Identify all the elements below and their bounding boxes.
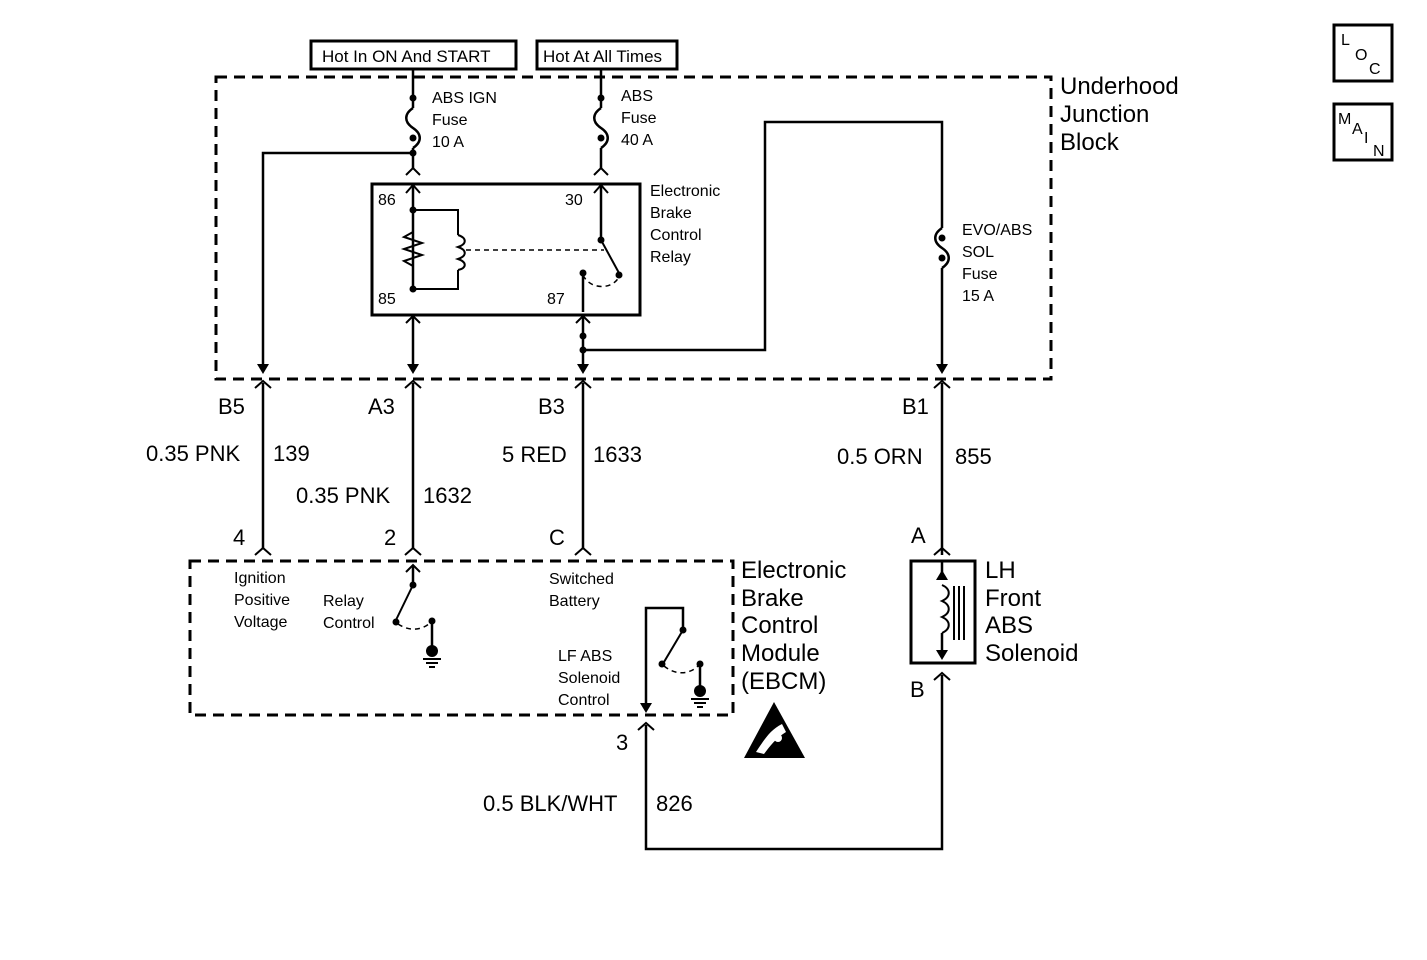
wire-to-evo-fuse	[583, 120, 950, 374]
hot-at-all-times-label: Hot At All Times	[535, 39, 679, 71]
svg-text:Positive: Positive	[234, 592, 290, 609]
loc-button[interactable]: L O C	[1332, 23, 1394, 83]
svg-text:Voltage: Voltage	[234, 614, 287, 631]
svg-text:1633: 1633	[593, 442, 642, 467]
ebcm-connector-terminals: 4 2 C	[233, 525, 592, 556]
svg-text:Control: Control	[558, 692, 610, 709]
svg-text:0.35 PNK: 0.35 PNK	[296, 483, 390, 508]
svg-text:EVO/ABS: EVO/ABS	[962, 222, 1032, 239]
junction-connector-terminals: B5 A3 B3 B1	[218, 379, 951, 419]
svg-text:10 A: 10 A	[432, 134, 464, 151]
svg-text:Fuse: Fuse	[621, 110, 657, 127]
svg-text:15 A: 15 A	[962, 288, 994, 305]
svg-text:Hot In ON And START: Hot In ON And START	[322, 47, 491, 66]
svg-text:N: N	[1373, 143, 1385, 160]
svg-text:826: 826	[656, 791, 693, 816]
svg-text:LF ABS: LF ABS	[558, 648, 612, 665]
abs-ign-fuse: ABS IGN Fuse 10 A	[405, 69, 497, 176]
lf-abs-solenoid-control-switch	[640, 606, 709, 713]
svg-text:Brake: Brake	[650, 205, 692, 222]
svg-text:0.5 ORN: 0.5 ORN	[837, 444, 923, 469]
wire-abs-ign-to-b5	[257, 151, 413, 374]
svg-text:86: 86	[378, 192, 396, 209]
svg-text:Control: Control	[741, 612, 818, 639]
main-button[interactable]: M A I N	[1332, 102, 1394, 162]
svg-text:B5: B5	[218, 394, 245, 419]
svg-text:Relay: Relay	[650, 249, 691, 266]
svg-text:5 RED: 5 RED	[502, 442, 567, 467]
svg-text:C: C	[549, 525, 565, 550]
svg-text:Junction: Junction	[1060, 101, 1149, 128]
underhood-junction-block: Underhood Junction Block	[214, 73, 1179, 381]
svg-text:A: A	[1352, 121, 1363, 138]
abs-fuse: ABS Fuse 40 A	[593, 69, 657, 176]
svg-text:87: 87	[547, 291, 565, 308]
esd-warning-icon	[744, 702, 805, 758]
svg-text:0.35 PNK: 0.35 PNK	[146, 441, 240, 466]
svg-text:4: 4	[233, 525, 245, 550]
svg-text:ABS IGN: ABS IGN	[432, 90, 497, 107]
svg-text:Relay: Relay	[323, 593, 364, 610]
svg-text:2: 2	[384, 525, 396, 550]
svg-text:ABS: ABS	[621, 88, 653, 105]
svg-text:M: M	[1338, 111, 1351, 128]
svg-text:Fuse: Fuse	[962, 266, 998, 283]
svg-text:Hot At All Times: Hot At All Times	[543, 47, 662, 66]
svg-text:LH: LH	[985, 557, 1016, 584]
svg-text:Solenoid: Solenoid	[985, 640, 1078, 667]
relay-control-switch	[392, 563, 441, 668]
svg-text:SOL: SOL	[962, 244, 994, 261]
svg-text:Control: Control	[323, 615, 375, 632]
svg-text:Battery: Battery	[549, 593, 600, 610]
relay-output-wires	[405, 314, 591, 374]
lh-front-abs-solenoid: A B LH Front ABS Solenoid	[909, 523, 1078, 702]
ebcm-module: Electronic Brake Control Module (EBCM) I…	[188, 557, 846, 717]
svg-text:Fuse: Fuse	[432, 112, 468, 129]
wire-1632: 0.35 PNK 1632	[296, 383, 472, 548]
wire-139: 0.35 PNK 139	[146, 383, 310, 548]
svg-text:85: 85	[378, 291, 396, 308]
svg-text:Switched: Switched	[549, 571, 614, 588]
svg-text:139: 139	[273, 441, 310, 466]
svg-text:0.5 BLK/WHT: 0.5 BLK/WHT	[483, 791, 617, 816]
svg-text:C: C	[1369, 61, 1381, 78]
svg-text:30: 30	[565, 192, 583, 209]
svg-text:Solenoid: Solenoid	[558, 670, 620, 687]
electronic-brake-control-relay: 86 85 30 87 Electronic Brake Control Rel…	[370, 182, 720, 317]
svg-text:Electronic: Electronic	[650, 183, 720, 200]
svg-text:B: B	[910, 677, 925, 702]
hot-in-on-start-label: Hot In ON And START	[309, 39, 518, 71]
svg-text:L: L	[1341, 32, 1350, 49]
svg-text:Ignition: Ignition	[234, 570, 286, 587]
svg-text:(EBCM): (EBCM)	[741, 668, 826, 695]
svg-text:I: I	[1364, 130, 1368, 147]
svg-text:Front: Front	[985, 585, 1041, 612]
wire-855: 0.5 ORN 855	[837, 383, 992, 555]
svg-text:1632: 1632	[423, 483, 472, 508]
wire-1633: 5 RED 1633	[502, 383, 642, 548]
svg-text:O: O	[1355, 47, 1367, 64]
wire-826: 0.5 BLK/WHT 826	[483, 675, 944, 851]
svg-text:Module: Module	[741, 640, 820, 667]
ebcm-pin-3: 3	[616, 721, 655, 755]
svg-text:A3: A3	[368, 394, 395, 419]
svg-text:Brake: Brake	[741, 585, 804, 612]
svg-text:Control: Control	[650, 227, 702, 244]
svg-text:Underhood: Underhood	[1060, 73, 1179, 100]
svg-text:A: A	[911, 523, 926, 548]
svg-text:B1: B1	[902, 394, 929, 419]
evo-abs-sol-fuse: EVO/ABS SOL Fuse 15 A	[962, 222, 1032, 305]
svg-text:40 A: 40 A	[621, 132, 653, 149]
svg-text:ABS: ABS	[985, 612, 1033, 639]
svg-text:B3: B3	[538, 394, 565, 419]
svg-text:Electronic: Electronic	[741, 557, 846, 584]
svg-text:855: 855	[955, 444, 992, 469]
svg-text:3: 3	[616, 730, 628, 755]
svg-text:Block: Block	[1060, 129, 1120, 156]
